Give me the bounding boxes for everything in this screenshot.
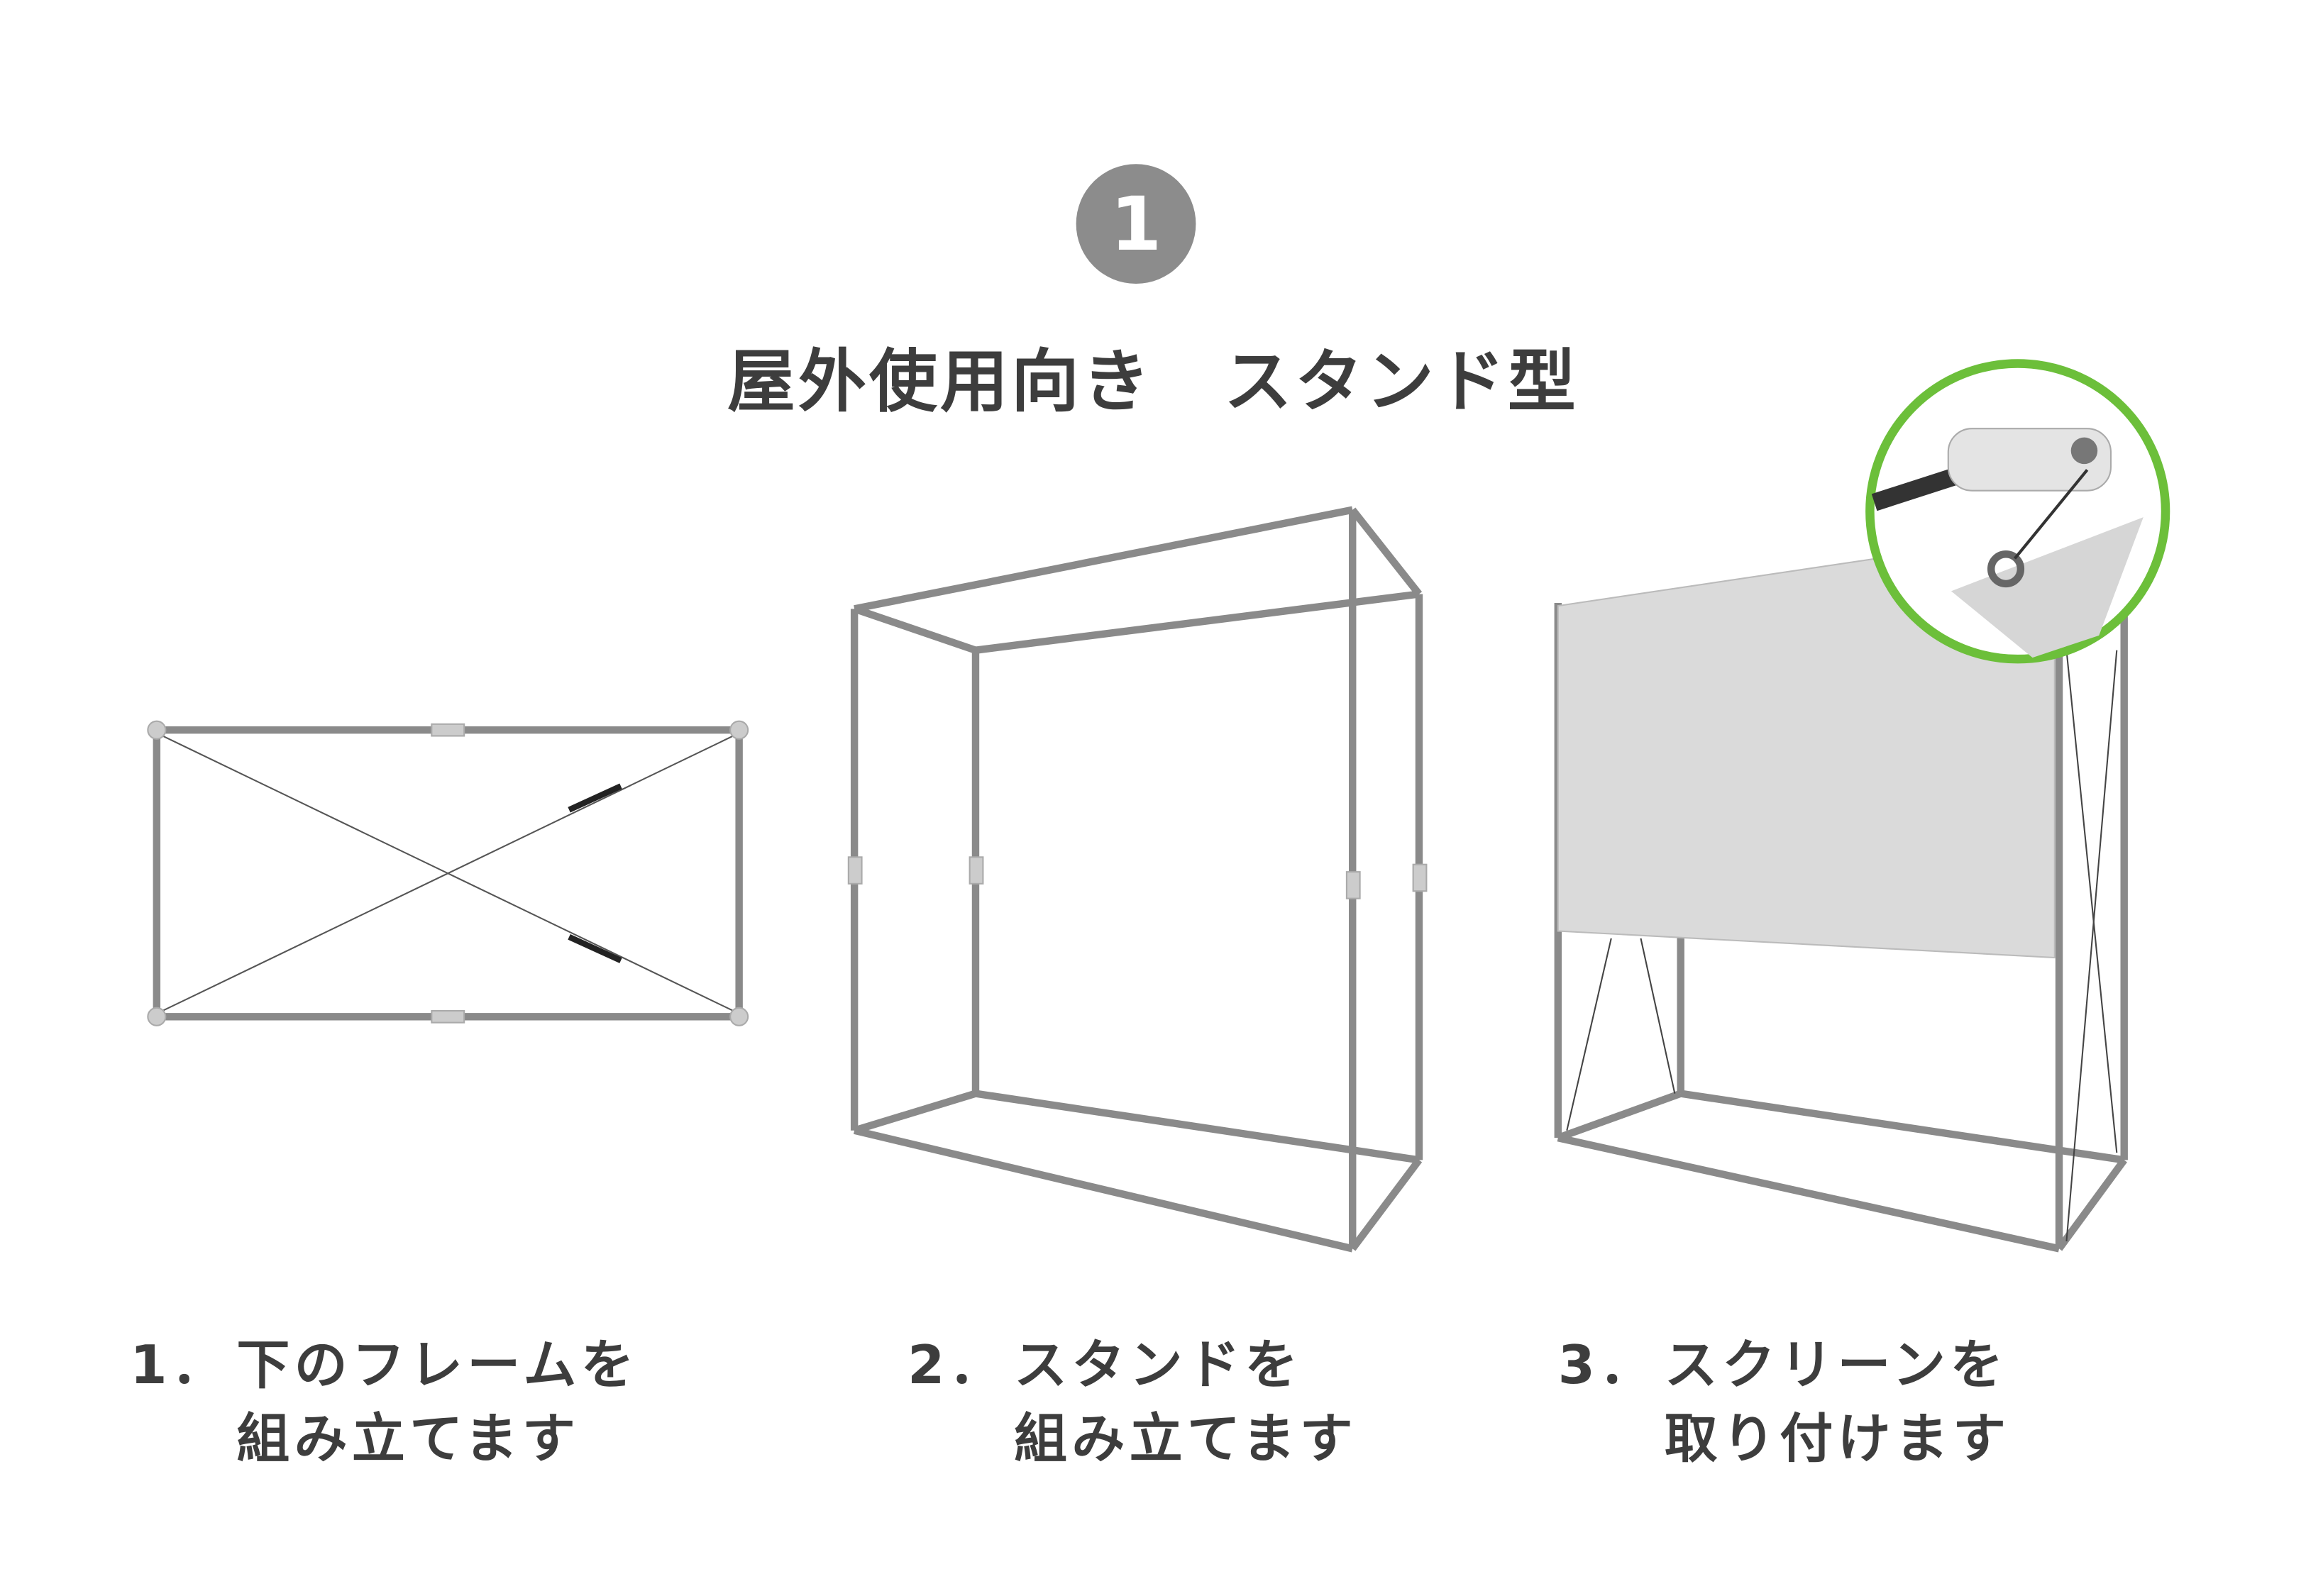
step-3-caption: 3．スクリーンを 取り付けます <box>1558 1330 2011 1478</box>
step-1-caption: 1．下のフレームを 組み立てます <box>130 1330 638 1478</box>
screen-frame-illustration <box>1554 531 2128 1253</box>
step-badge: 1 <box>1076 164 1196 284</box>
step-text-line2: 取り付けます <box>1664 1409 2011 1470</box>
stand-frame-illustration <box>847 506 1428 1253</box>
page-title: 屋外使用向き スタンド型 <box>727 341 1579 421</box>
step-text-line1: スクリーンを <box>1664 1336 2008 1397</box>
step-number: 2． <box>907 1336 1007 1397</box>
detail-zoom-callout <box>1865 359 2170 664</box>
step-text-line1: スタンドを <box>1014 1336 1303 1397</box>
step-number: 3． <box>1557 1336 1657 1397</box>
step-text-line2: 組み立てます <box>1014 1409 1357 1470</box>
step-2-caption: 2．スタンドを 組み立てます <box>907 1330 1357 1478</box>
step-text-line2: 組み立てます <box>236 1409 580 1470</box>
step-number: 1． <box>130 1336 230 1397</box>
step-text-line1: 下のフレームを <box>236 1336 639 1397</box>
base-frame-illustration <box>147 720 749 1026</box>
